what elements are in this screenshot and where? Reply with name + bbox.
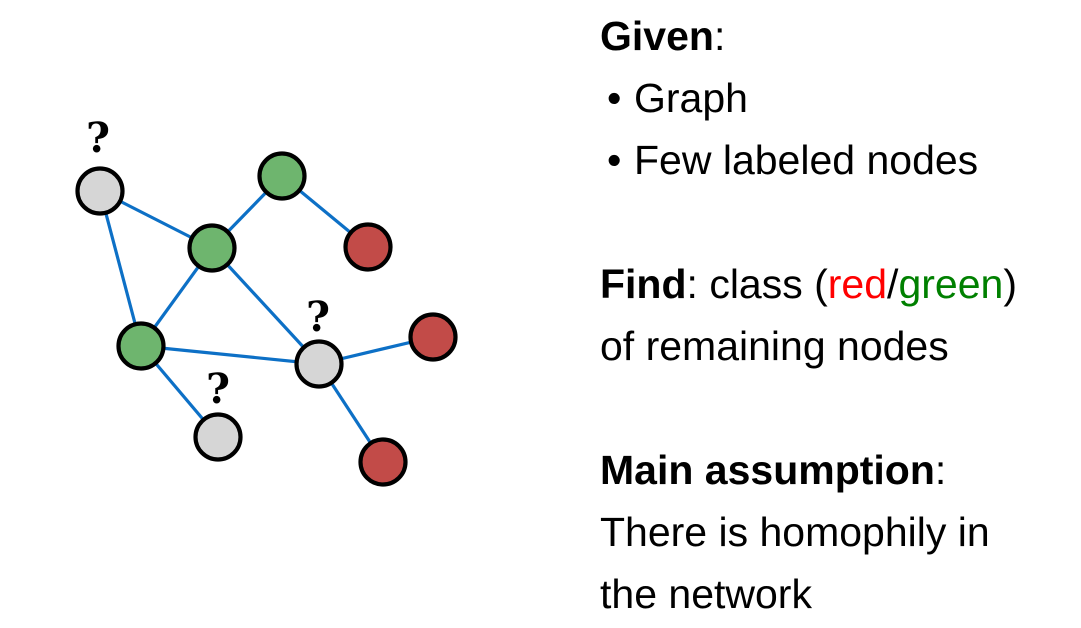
assumption-colon: : bbox=[934, 447, 947, 493]
graph-canvas: ??? bbox=[75, 114, 458, 487]
find-post-text: ) bbox=[1003, 261, 1017, 307]
bullet-text: Few labeled nodes bbox=[634, 137, 979, 183]
graph-node-F-gray bbox=[294, 339, 344, 389]
find-label: Find bbox=[600, 261, 687, 307]
assumption-line2: There is homophily in bbox=[600, 509, 990, 555]
given-colon: : bbox=[713, 13, 726, 59]
find-heading: Find: class (red/green) bbox=[600, 253, 1081, 315]
graph-node-C-green bbox=[187, 223, 237, 273]
graph-node-E-green bbox=[116, 321, 166, 371]
graph-edge-C-F bbox=[210, 246, 321, 366]
graph-node-G-red bbox=[408, 312, 458, 362]
graph-node-B-green bbox=[257, 151, 307, 201]
problem-statement-panel: Given: • Graph • Few labeled nodes Find: c… bbox=[600, 5, 1081, 625]
find-slash: / bbox=[887, 261, 899, 307]
graph-edge-A-E bbox=[98, 190, 143, 347]
bullet-icon: • bbox=[607, 137, 622, 183]
graph-node-H-gray bbox=[193, 412, 243, 462]
bullet-item-graph: • Graph bbox=[600, 67, 1081, 129]
unknown-label-question-mark: ? bbox=[86, 114, 110, 162]
unknown-label-question-mark: ? bbox=[306, 293, 330, 341]
find-pre-text: : class ( bbox=[686, 261, 828, 307]
bullet-icon: • bbox=[607, 75, 622, 121]
graph-edge-E-F bbox=[140, 344, 320, 366]
given-heading: Given: bbox=[600, 5, 1081, 67]
red-class-word: red bbox=[827, 261, 888, 307]
graph-node-A-gray bbox=[75, 166, 125, 216]
bullet-item-few-labeled-nodes: • Few labeled nodes bbox=[600, 129, 1081, 191]
assumption-line3: the network bbox=[600, 571, 812, 617]
graph-node-I-red bbox=[358, 437, 408, 487]
assumption-heading: Main assumption: bbox=[600, 439, 1081, 501]
unknown-label-question-mark: ? bbox=[206, 365, 230, 413]
graph-node-D-red bbox=[343, 222, 393, 272]
bullet-text: Graph bbox=[634, 75, 748, 121]
given-label: Given bbox=[600, 13, 714, 59]
find-line2: of remaining nodes bbox=[600, 323, 949, 369]
assumption-label: Main assumption bbox=[600, 447, 935, 493]
vertical-spacer bbox=[600, 377, 1081, 439]
green-class-word: green bbox=[898, 261, 1004, 307]
vertical-spacer bbox=[600, 191, 1081, 253]
